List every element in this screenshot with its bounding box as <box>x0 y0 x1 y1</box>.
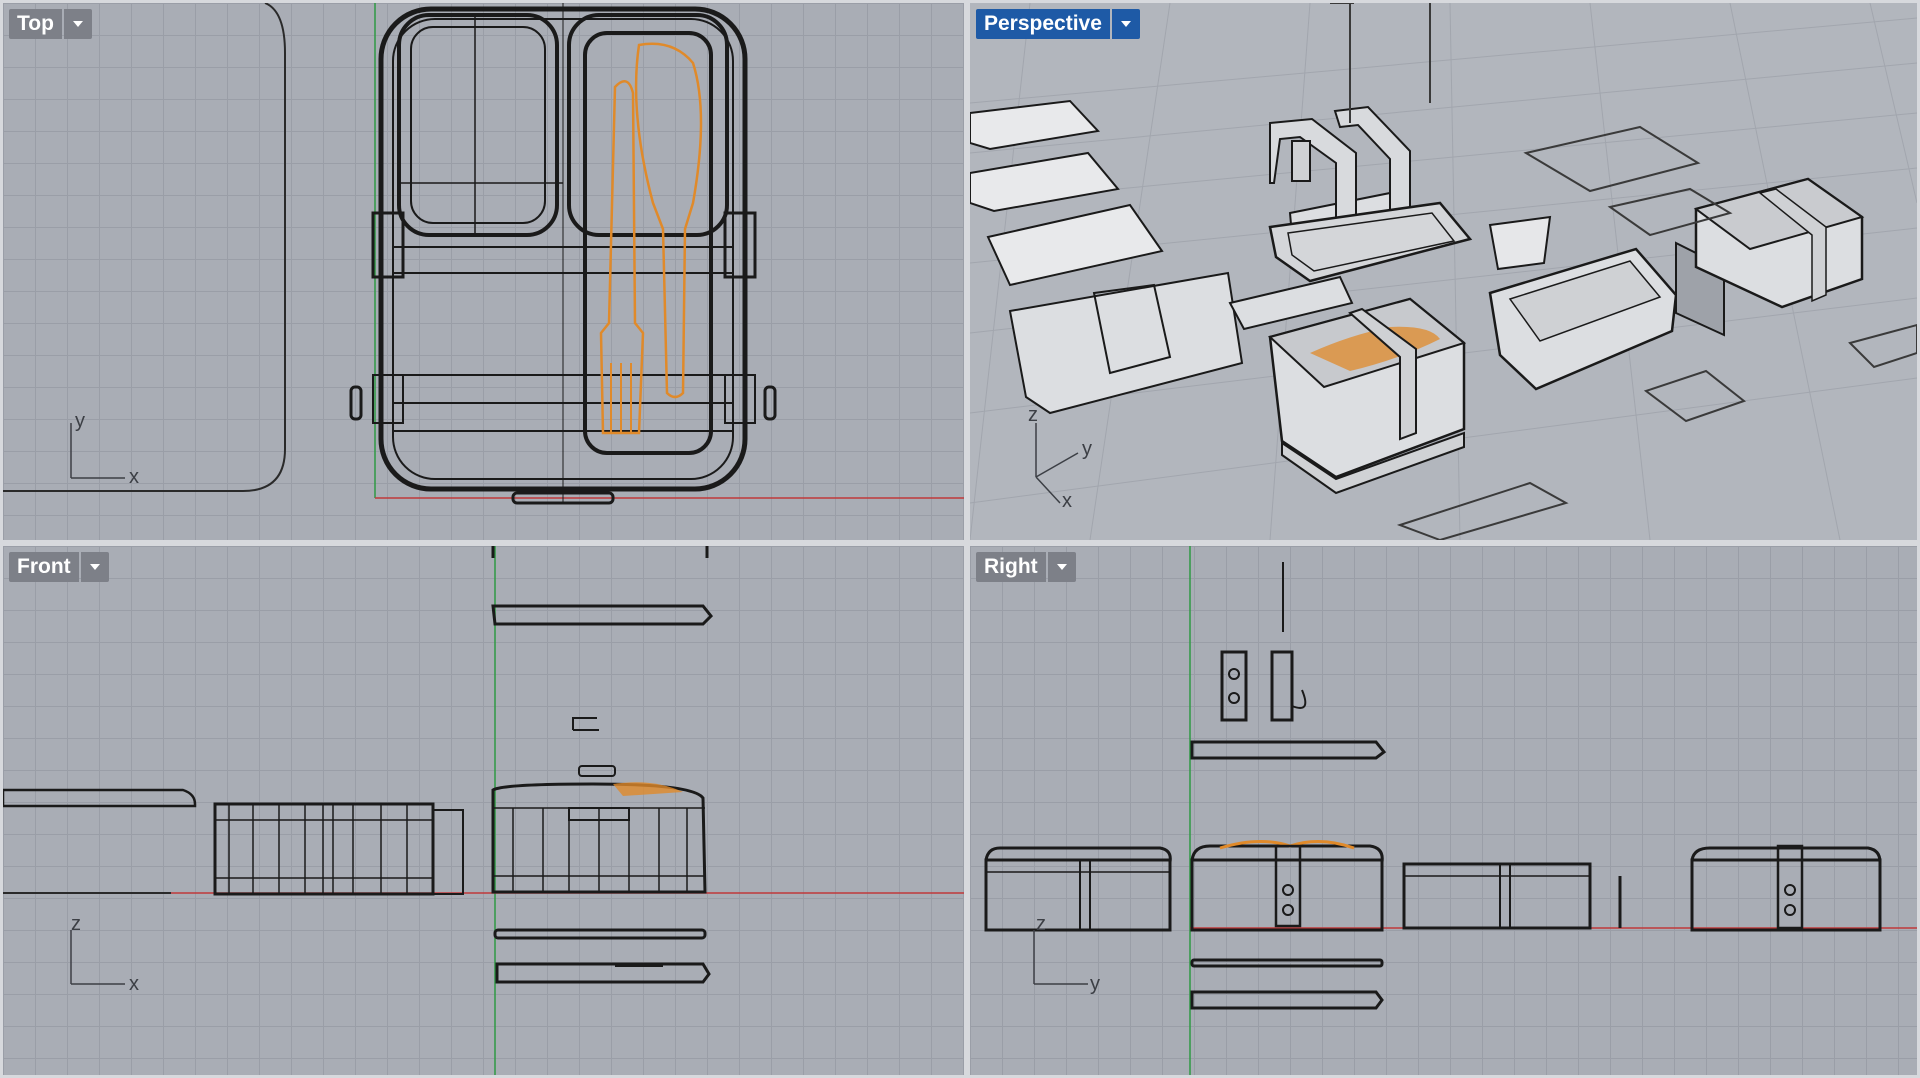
axis-gizmo-icon: z y x <box>1028 404 1092 512</box>
viewport-front-label[interactable]: Front <box>9 552 109 582</box>
perspective-scene: z y x <box>970 3 1917 540</box>
axis-label-z: z <box>71 913 81 935</box>
axis-label-y: y <box>75 410 85 432</box>
chevron-down-icon[interactable] <box>63 9 92 39</box>
viewport-right[interactable]: Right <box>967 543 1920 1078</box>
viewport-front[interactable]: Front <box>0 543 967 1078</box>
axis-label-x: x <box>129 973 139 995</box>
viewport-right-title[interactable]: Right <box>976 552 1046 582</box>
axis-gizmo-icon: z y <box>1033 913 1100 995</box>
viewport-perspective-label[interactable]: Perspective <box>976 9 1140 39</box>
chevron-down-icon[interactable] <box>1047 552 1076 582</box>
viewport-right-label[interactable]: Right <box>976 552 1076 582</box>
viewport-perspective[interactable]: Perspective <box>967 0 1920 543</box>
right-scene: z y <box>984 546 1917 1075</box>
axis-label-z: z <box>1036 913 1046 935</box>
axis-label-z: z <box>1028 404 1038 426</box>
chevron-down-icon[interactable] <box>1111 9 1140 39</box>
viewport-perspective-title[interactable]: Perspective <box>976 9 1110 39</box>
axis-label-y: y <box>1082 438 1092 460</box>
top-scene: y x <box>3 3 964 505</box>
axis-label-x: x <box>129 466 139 488</box>
axis-label-x: x <box>1062 490 1072 512</box>
axis-label-y: y <box>1090 973 1100 995</box>
viewport-top-title[interactable]: Top <box>9 9 62 39</box>
viewport-front-title[interactable]: Front <box>9 552 79 582</box>
viewport-top-label[interactable]: Top <box>9 9 92 39</box>
axis-gizmo-icon: y x <box>70 410 139 488</box>
viewport-top[interactable]: Top <box>0 0 967 543</box>
chevron-down-icon[interactable] <box>80 552 109 582</box>
front-scene: z x <box>3 546 964 1075</box>
axis-gizmo-icon: z x <box>70 913 139 995</box>
